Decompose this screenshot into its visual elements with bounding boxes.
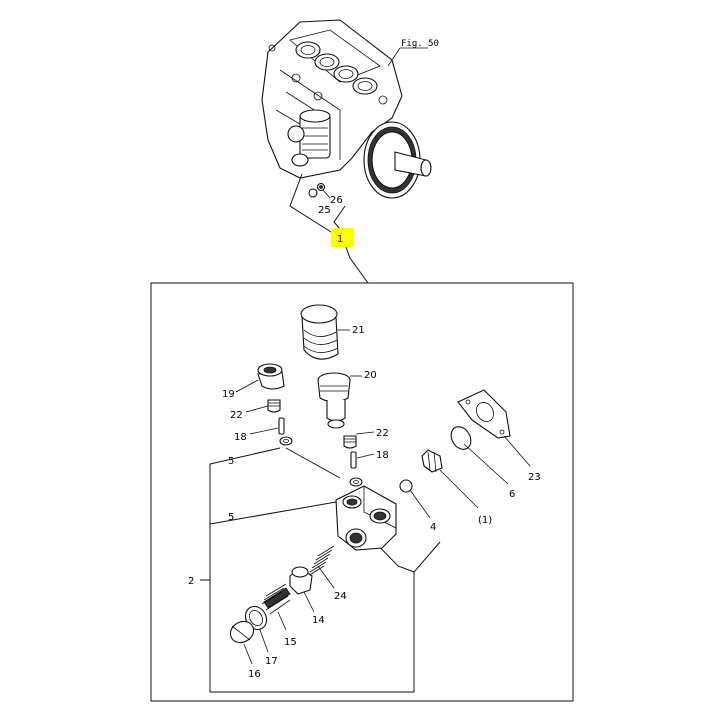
- figure-reference: Fig. 50: [401, 39, 439, 49]
- part-23-gasket: [457, 389, 531, 467]
- callout-24: 24: [334, 591, 347, 602]
- callout-2: 2: [188, 576, 194, 587]
- feed-pump-housing: [335, 485, 397, 551]
- callout-19: 19: [222, 389, 235, 400]
- part-5b-washer: [349, 477, 363, 487]
- part-19-plug: [235, 363, 285, 393]
- callout-4: 4: [430, 522, 436, 533]
- part-18b-pin: [350, 451, 375, 469]
- part-16-cap: [229, 620, 255, 665]
- callout-20: 20: [364, 370, 377, 381]
- callout-6: 6: [509, 489, 515, 500]
- part-20-plunger: [317, 372, 362, 429]
- part-1b-plug: [421, 449, 479, 509]
- part-14-sleeve: [289, 566, 315, 613]
- callout-18b: 18: [376, 450, 389, 461]
- callout-22a: 22: [230, 410, 243, 421]
- callout-5a: 5: [228, 456, 234, 467]
- part-15-spring: [261, 583, 291, 631]
- callout-1-highlight: [331, 228, 354, 247]
- callout-18a: 18: [234, 432, 247, 443]
- callout-25: 25: [318, 205, 331, 216]
- injection-pump-assembly: [261, 19, 432, 199]
- part-5a-washer: [279, 436, 293, 446]
- part-6-o-ring: [450, 426, 472, 450]
- callout-15: 15: [284, 637, 297, 648]
- part-24-spring: [307, 545, 335, 589]
- part-21-cover: [300, 304, 350, 360]
- callout-16: 16: [248, 669, 261, 680]
- callout-5b: 5: [228, 512, 234, 523]
- part-22a-spring: [245, 399, 281, 413]
- callout-14: 14: [312, 615, 325, 626]
- part-18a-pin: [249, 417, 285, 435]
- part-4-seal: [399, 479, 413, 493]
- callout-1: 1: [337, 234, 343, 245]
- callout-26: 26: [330, 195, 343, 206]
- callout-22b: 22: [376, 428, 389, 439]
- callout-17: 17: [265, 656, 278, 667]
- callout-21: 21: [352, 325, 365, 336]
- part-22b-spring: [343, 431, 375, 449]
- callout-1b: (1): [478, 515, 492, 526]
- kit-box: [150, 282, 574, 702]
- callout-23: 23: [528, 472, 541, 483]
